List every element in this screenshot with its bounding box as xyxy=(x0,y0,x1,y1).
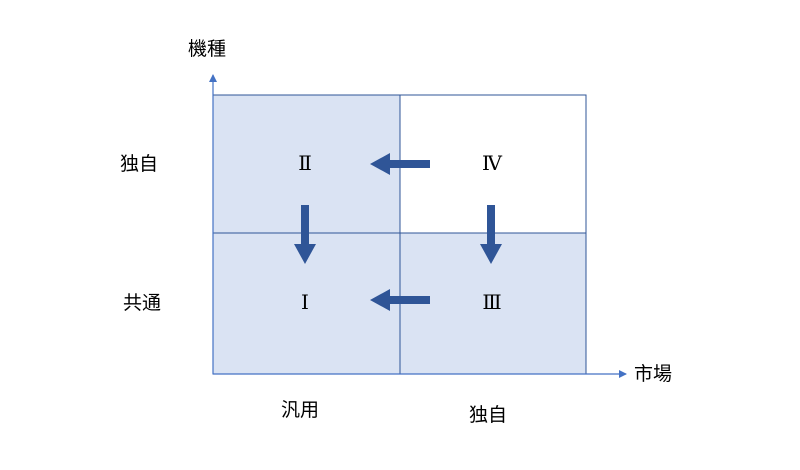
x-axis-title: 市場 xyxy=(634,363,672,385)
quadrant-label-3: Ⅲ xyxy=(482,290,501,314)
column-label-left: 汎用 xyxy=(281,399,319,421)
y-axis-title: 機種 xyxy=(188,38,226,60)
arrow-3-to-1 xyxy=(370,289,430,311)
arrow-4-to-3 xyxy=(480,205,502,264)
arrow-2-to-1 xyxy=(294,205,316,264)
arrow-4-to-2 xyxy=(370,153,430,175)
row-label-top: 独自 xyxy=(120,153,158,175)
column-label-right: 独自 xyxy=(469,404,507,426)
row-label-bottom: 共通 xyxy=(123,292,161,314)
quadrant-label-1: Ⅰ xyxy=(301,290,309,314)
quadrant-label-4: Ⅳ xyxy=(482,151,503,175)
quadrant-label-2: Ⅱ xyxy=(298,151,312,175)
